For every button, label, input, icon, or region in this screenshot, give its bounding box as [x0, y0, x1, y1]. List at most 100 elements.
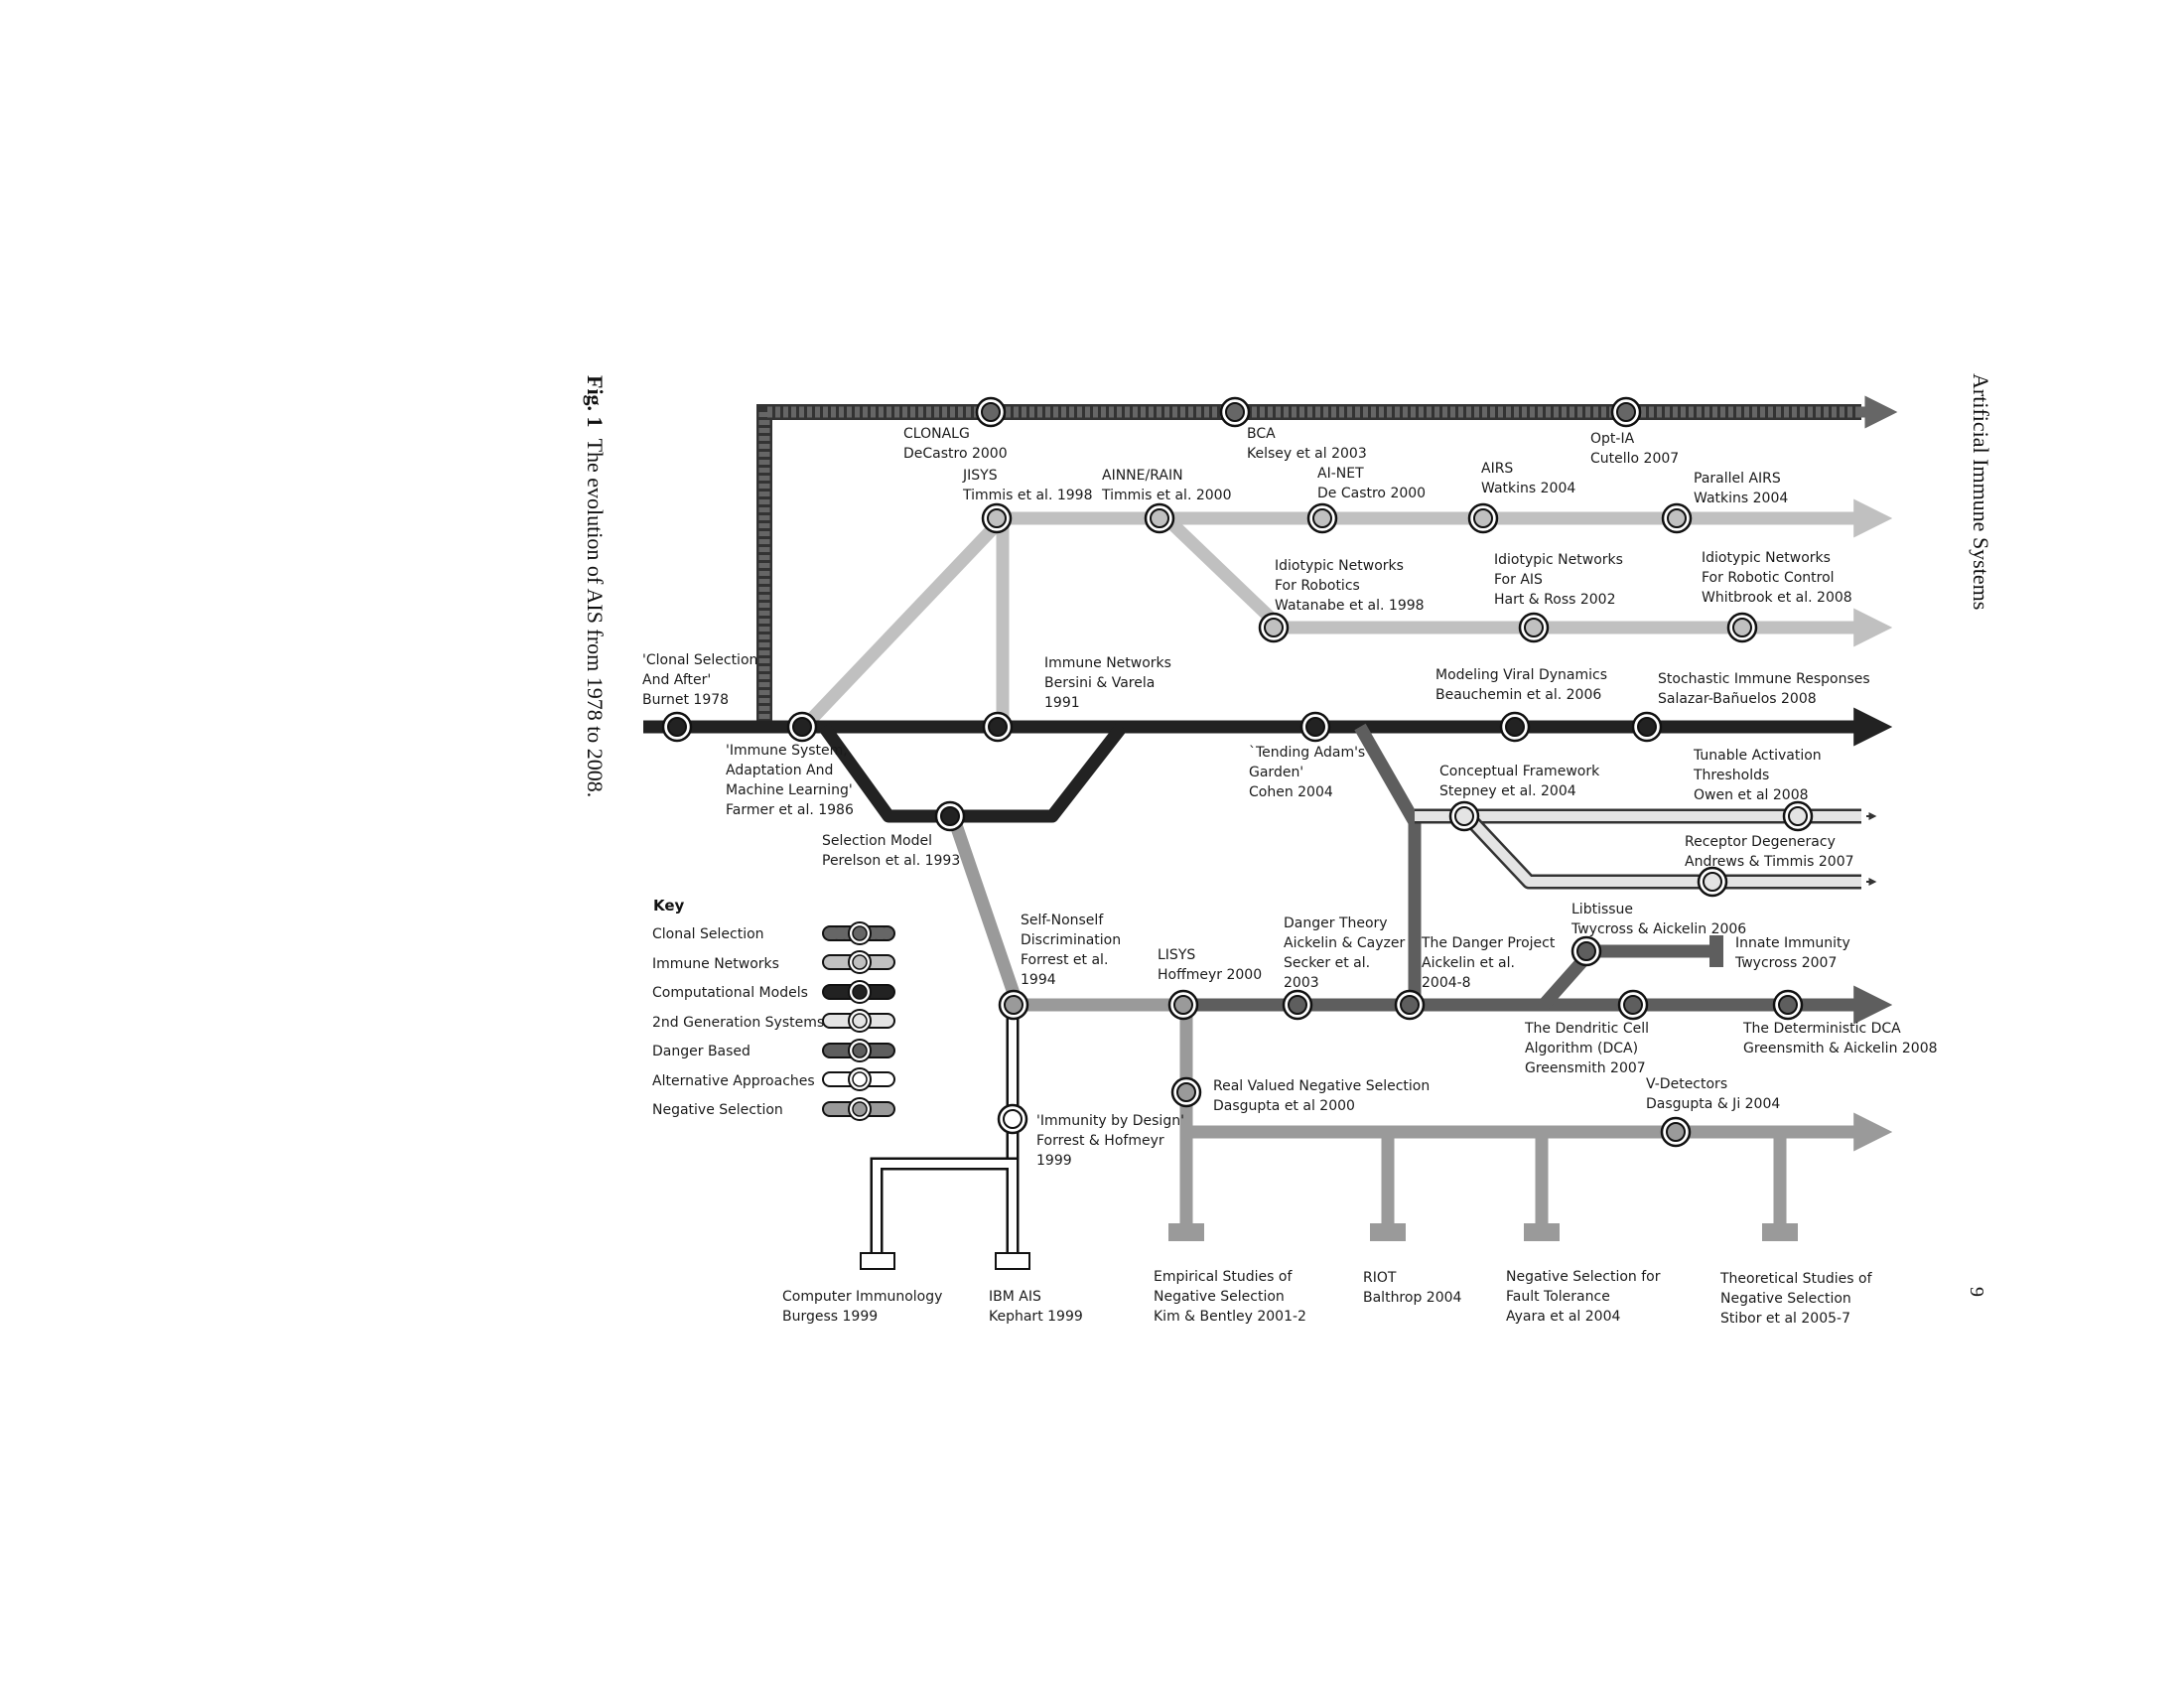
station-burnet — [661, 711, 693, 743]
station-ainne — [1144, 502, 1175, 534]
station-rvns — [1170, 1076, 1202, 1108]
station-viral — [1499, 711, 1531, 743]
legend-swatch-negative — [822, 1097, 895, 1121]
station-pairs — [1661, 502, 1693, 534]
station-airs — [1467, 502, 1499, 534]
station-idio-ctrl — [1726, 612, 1758, 643]
station-stoch — [1631, 711, 1663, 743]
legend-label-clonal: Clonal Selection — [652, 926, 764, 942]
station-concept — [1448, 800, 1480, 832]
legend-label-alternative: Alternative Approaches — [652, 1073, 815, 1089]
running-head: Artificial Immune Systems — [1969, 373, 1993, 611]
station-selfnon — [998, 989, 1029, 1021]
legend: Key Clonal Selection Immune Networks Com… — [652, 897, 895, 1121]
station-lisys — [1167, 989, 1199, 1021]
legend-swatch-alternative — [822, 1067, 895, 1091]
legend-swatch-danger — [822, 1039, 895, 1062]
legend-swatch-immune_networks — [822, 950, 895, 974]
figure-caption-text: The evolution of AIS from 1978 to 2008. — [583, 438, 608, 798]
station-tunable — [1782, 800, 1814, 832]
station-selmodel — [934, 800, 966, 832]
alternative-approaches-line — [870, 1005, 1020, 1253]
legend-label-danger: Danger Based — [652, 1044, 751, 1059]
clonal-selection-line — [756, 395, 1898, 727]
legend-label-negative: Negative Selection — [652, 1102, 783, 1118]
station-vdet — [1660, 1116, 1692, 1148]
station-danger — [1282, 989, 1313, 1021]
station-receptor — [1697, 866, 1728, 898]
station-libtissue — [1570, 935, 1602, 967]
station-dca — [1617, 989, 1649, 1021]
station-ainet — [1306, 502, 1338, 534]
legend-label-computational: Computational Models — [652, 985, 808, 1001]
station-tending — [1299, 711, 1331, 743]
legend-label-second-gen: 2nd Generation Systems — [652, 1015, 824, 1031]
station-idio-rob — [1258, 612, 1290, 643]
legend-swatch-second_gen — [822, 1009, 895, 1033]
legend-swatch-clonal — [822, 921, 895, 945]
station-design — [997, 1103, 1028, 1135]
stations — [661, 396, 1814, 1148]
station-idio-ais — [1518, 612, 1550, 643]
page-number: 9 — [1966, 1287, 1987, 1297]
legend-label-immune-networks: Immune Networks — [652, 956, 779, 972]
station-jisys — [981, 502, 1013, 534]
legend-title: Key — [653, 897, 685, 914]
negative-selection-termini — [1168, 1223, 1798, 1241]
figure-number: Fig. 1 — [583, 375, 608, 428]
station-bca — [1219, 396, 1251, 428]
negative-selection-lines — [946, 813, 1893, 1229]
figure-caption: Fig. 1 The evolution of AIS from 1978 to… — [582, 375, 608, 797]
station-ddca — [1772, 989, 1804, 1021]
station-clonalg — [975, 396, 1007, 428]
legend-swatch-computational — [822, 980, 895, 1004]
station-optia — [1610, 396, 1642, 428]
station-farmer — [786, 711, 818, 743]
station-immnet — [982, 711, 1014, 743]
legend-swatches — [822, 921, 895, 1121]
alternative-termini — [860, 1252, 1030, 1270]
station-dproj — [1394, 989, 1426, 1021]
innate-immunity-terminus — [1709, 935, 1723, 967]
